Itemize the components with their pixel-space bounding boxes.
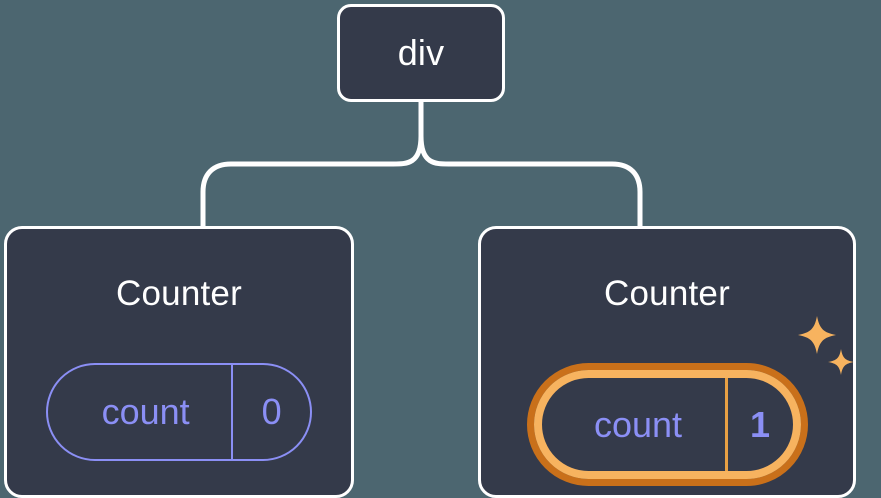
state-pill-right-value: 1	[724, 378, 793, 471]
node-div-label: div	[397, 32, 445, 73]
node-counter-left[interactable]: Counter count 0	[4, 226, 354, 498]
connector-branch-left	[200, 133, 424, 231]
node-counter-left-title: Counter	[116, 274, 242, 313]
connector-branch-right	[418, 133, 643, 231]
state-pill-left-value: 0	[231, 365, 310, 459]
state-pill-right-highlight-ring: count 1	[526, 363, 808, 486]
state-pill-right-key: count	[593, 403, 683, 445]
state-pill-right-wrapper: count 1	[526, 363, 808, 486]
state-pill-left-wrapper: count 0	[46, 363, 312, 461]
node-counter-right[interactable]: Counter count 1	[478, 226, 856, 498]
state-pill-left-key: count	[101, 391, 190, 432]
node-div[interactable]: div	[337, 4, 505, 102]
state-pill-left[interactable]: count 0	[46, 363, 312, 461]
state-pill-right[interactable]: count 1	[533, 370, 801, 479]
node-counter-right-title: Counter	[604, 274, 730, 313]
